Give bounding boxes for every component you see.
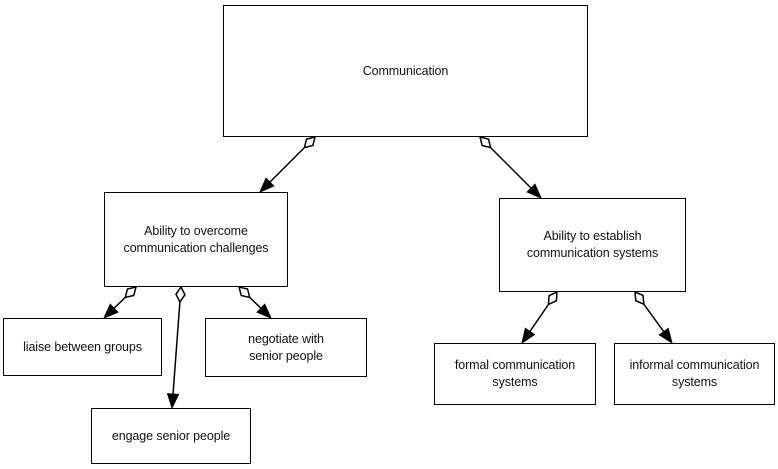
node-overcome-challenges[interactable]: Ability to overcome communication challe… xyxy=(104,192,288,287)
edge-overcome-engage xyxy=(166,285,186,410)
node-label-formal-communication-systems: formal communication systems xyxy=(454,358,576,389)
edge-root-establish-shaft xyxy=(490,147,532,189)
edge-overcome-engage-arrowhead xyxy=(166,393,180,410)
node-label-liaise-between-groups: liaise between groups xyxy=(23,339,142,354)
edge-root-overcome-arrowhead xyxy=(259,177,275,193)
edge-establish-formal xyxy=(521,290,558,345)
node-engage-senior-people[interactable]: engage senior people xyxy=(91,408,251,464)
node-formal-communication-systems[interactable]: formal communication systems xyxy=(434,343,596,405)
node-label-overcome-challenges: Ability to overcome communication challe… xyxy=(123,223,269,255)
edge-overcome-engage-diamond xyxy=(175,285,186,304)
edge-root-overcome xyxy=(259,135,317,193)
edge-overcome-negotiate xyxy=(237,285,272,319)
edge-establish-informal-shaft xyxy=(643,303,665,333)
edge-establish-formal-shaft xyxy=(529,303,550,332)
node-label-negotiate-senior-people: negotiate with senior people xyxy=(248,331,324,363)
edge-overcome-engage-shaft xyxy=(172,301,181,395)
edge-overcome-negotiate-arrowhead xyxy=(256,303,272,319)
edge-overcome-liaise-arrowhead xyxy=(103,303,119,319)
edge-overcome-negotiate-diamond xyxy=(237,285,251,299)
edge-establish-formal-arrowhead xyxy=(521,327,536,345)
node-liaise-between-groups[interactable]: liaise between groups xyxy=(3,318,162,376)
edge-establish-informal xyxy=(634,290,673,345)
edge-overcome-negotiate-shaft xyxy=(249,296,262,309)
edge-root-overcome-diamond xyxy=(303,135,317,149)
node-establish-systems[interactable]: Ability to establish communication syste… xyxy=(499,198,686,292)
edge-establish-informal-arrowhead xyxy=(658,327,673,345)
edge-establish-informal-diamond xyxy=(634,290,645,306)
edge-overcome-liaise-shaft xyxy=(113,296,126,309)
edge-establish-formal-diamond xyxy=(547,290,558,306)
edge-root-establish-arrowhead xyxy=(526,183,542,199)
node-negotiate-senior-people[interactable]: negotiate with senior people xyxy=(205,318,367,377)
node-label-establish-systems: Ability to establish communication syste… xyxy=(526,229,659,260)
node-label-engage-senior-people: engage senior people xyxy=(111,428,231,443)
node-label-informal-communication-systems: informal communication systems xyxy=(629,358,760,389)
node-informal-communication-systems[interactable]: informal communication systems xyxy=(614,343,775,405)
edge-overcome-liaise-diamond xyxy=(124,285,138,299)
edge-root-establish xyxy=(478,135,542,199)
edge-root-establish-diamond xyxy=(478,135,492,149)
edge-overcome-liaise xyxy=(103,285,138,319)
node-label-root: Communication xyxy=(362,63,449,78)
node-root[interactable]: Communication xyxy=(223,5,588,137)
edge-root-overcome-shaft xyxy=(269,147,305,183)
